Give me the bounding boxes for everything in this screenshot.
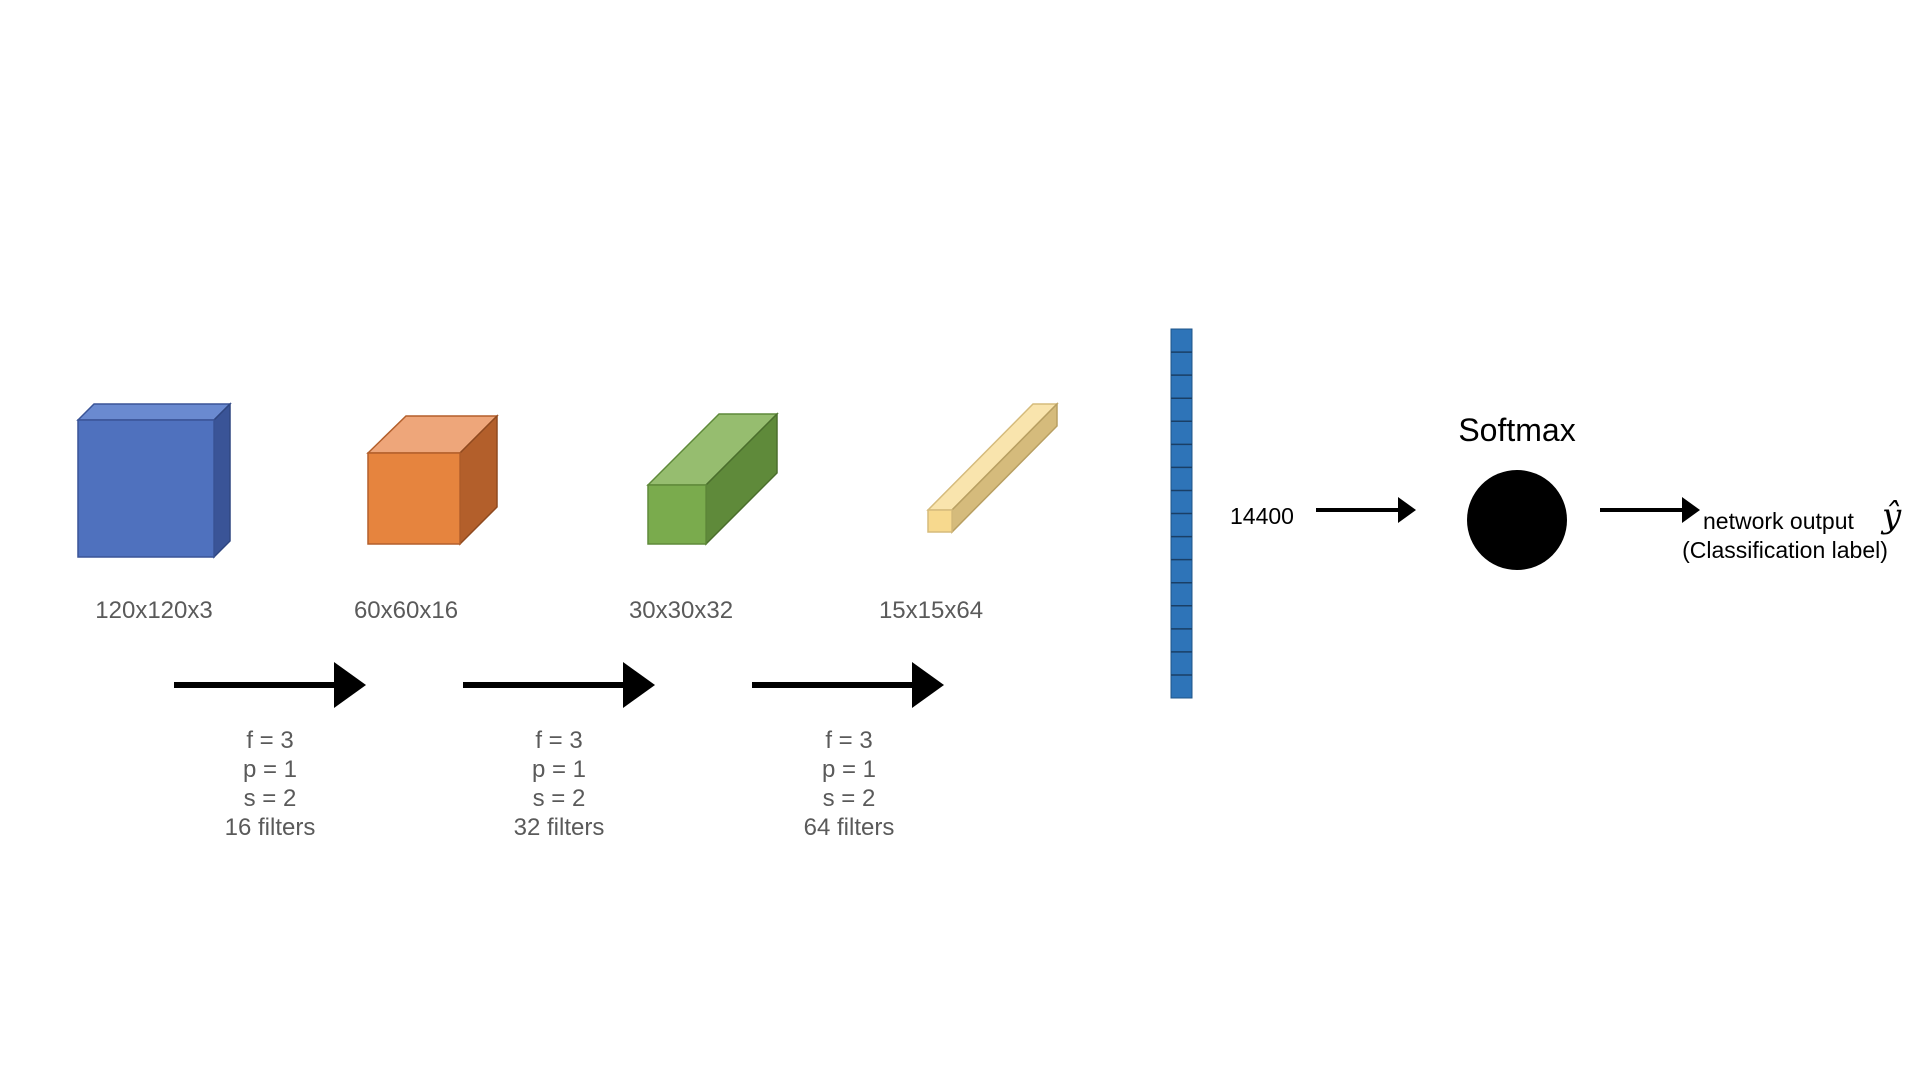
- layer-3-arrow: [752, 662, 944, 708]
- layer-1-padding: p = 1: [243, 756, 297, 783]
- volume-4-side-face: [951, 402, 1058, 534]
- layer-1-stride: s = 2: [244, 785, 297, 812]
- layer-3-padding: p = 1: [822, 756, 876, 783]
- softmax-label: Softmax: [1458, 412, 1575, 448]
- layer-2-filter-size: f = 3: [535, 727, 582, 754]
- layer-2-padding: p = 1: [532, 756, 586, 783]
- layer-2-stride: s = 2: [533, 785, 586, 812]
- volume-3-dimension-label: 30x30x32: [629, 597, 733, 624]
- volume-4-dimension-label: 15x15x64: [879, 597, 983, 624]
- volume-2-dimension-label: 60x60x16: [354, 597, 458, 624]
- layer-3-params: f = 3 p = 1 s = 2 64 filters: [804, 727, 895, 841]
- layer-1-filter-size: f = 3: [246, 727, 293, 754]
- volume-1-dimension-label: 120x120x3: [95, 597, 212, 624]
- volume-1-front-face: [77, 419, 215, 558]
- volume-4-conv3-output: [926, 402, 1059, 534]
- volume-4-top-face: [926, 403, 1059, 511]
- flatten-size-label: 14400: [1230, 503, 1294, 529]
- network-output-label: network output: [1703, 508, 1854, 534]
- softmax-to-output-arrow: [1600, 497, 1700, 523]
- layer-1-filter-count: 16 filters: [225, 814, 316, 841]
- layer-3-filter-count: 64 filters: [804, 814, 895, 841]
- layer-1-arrow: [174, 662, 366, 708]
- volume-1-input: [76, 402, 232, 559]
- y-hat-symbol: ŷ: [1880, 496, 1902, 536]
- volume-3-front-face: [647, 484, 707, 545]
- softmax-node: [1467, 470, 1567, 570]
- volume-3-conv2-output: [646, 412, 779, 546]
- classification-label: (Classification label): [1682, 537, 1888, 563]
- layer-2-params: f = 3 p = 1 s = 2 32 filters: [514, 727, 605, 841]
- flatten-vector: [1170, 328, 1193, 699]
- layer-2-arrow: [463, 662, 655, 708]
- volume-2-front-face: [367, 452, 461, 545]
- layer-2-filter-count: 32 filters: [514, 814, 605, 841]
- layer-3-stride: s = 2: [823, 785, 876, 812]
- flatten-to-softmax-arrow: [1316, 497, 1416, 523]
- volume-2-conv1-output: [366, 414, 499, 546]
- layer-1-params: f = 3 p = 1 s = 2 16 filters: [225, 727, 316, 841]
- volume-4-front-face: [927, 509, 953, 533]
- volume-1-side-face: [213, 402, 231, 559]
- volume-1-top-face: [76, 403, 232, 421]
- flatten-vector-cell-dividers: [1171, 351, 1192, 676]
- layer-3-filter-size: f = 3: [825, 727, 872, 754]
